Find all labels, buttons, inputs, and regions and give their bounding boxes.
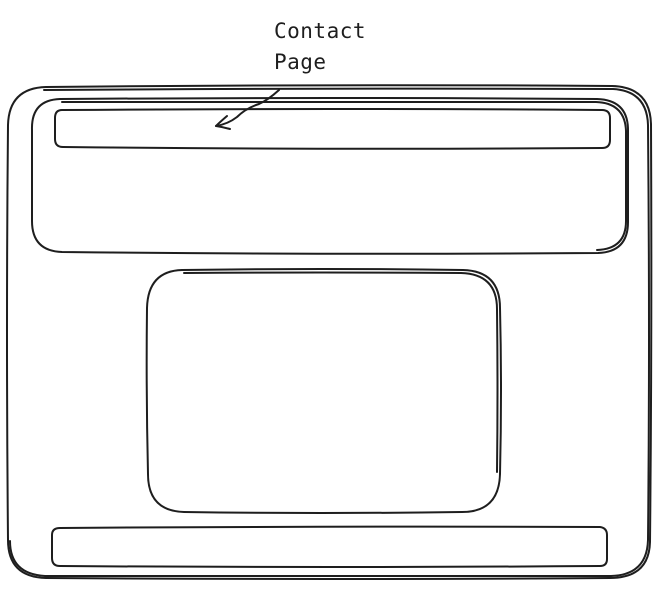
header-box [30,97,629,255]
navigation-bar [54,108,611,150]
header-box-overdraw [61,100,627,251]
page-frame [6,84,653,580]
footer-bar [51,525,608,568]
page-frame-overdraw [9,87,650,578]
annotation-line-2: Page [274,50,327,74]
annotation-line-1: Contact [274,19,367,43]
main-content-box [145,268,502,514]
annotation-arrowhead [215,115,231,130]
annotation-arrow [215,89,280,127]
contact-page-annotation: Contact Page [274,16,366,78]
main-content-box-overdraw [183,271,499,473]
